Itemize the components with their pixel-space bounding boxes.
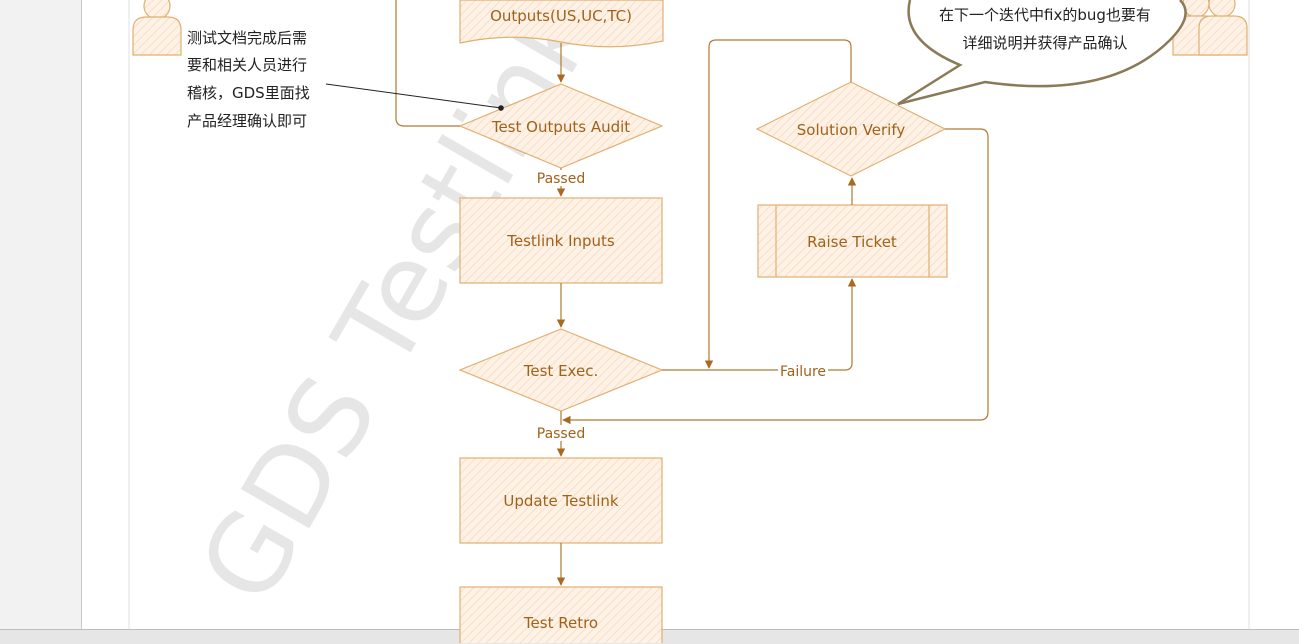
document-page <box>81 0 1299 629</box>
verify-to-exec-loop-arrow <box>704 39 852 369</box>
callout-bubble <box>897 0 1187 106</box>
left-note-line-2: 要和相关人员进行 <box>187 56 307 74</box>
exec-passed-label: Passed <box>537 426 585 442</box>
right-people-icon <box>1172 0 1248 56</box>
solution-verify-label: Solution Verify <box>797 121 906 139</box>
verify-to-passed-arrow <box>562 128 989 425</box>
test-retro-box[interactable] <box>459 586 663 643</box>
raise-ticket-box[interactable] <box>757 204 948 278</box>
update-testlink-label: Update Testlink <box>503 492 618 510</box>
outputs-label: Outputs(US,UC,TC) <box>490 7 632 25</box>
test-outputs-audit-label: Test Outputs Audit <box>491 118 630 136</box>
left-note-line-3: 稽核，GDS里面找 <box>187 84 310 102</box>
test-retro-label: Test Retro <box>523 614 598 632</box>
left-person-icon <box>132 0 182 56</box>
outputs-document-shape[interactable] <box>459 0 664 48</box>
left-note-line-1: 测试文档完成后需 <box>187 29 307 47</box>
callout-line-1: 在下一个迭代中fix的bug也要有 <box>939 6 1151 24</box>
left-note-line-4: 产品经理确认即可 <box>187 112 307 130</box>
update-testlink-box[interactable] <box>459 457 663 544</box>
solution-verify-diamond[interactable] <box>755 81 947 177</box>
testlink-inputs-box[interactable] <box>459 197 663 284</box>
loop-back-connector <box>395 0 460 127</box>
failure-label: Failure <box>780 364 826 380</box>
raise-ticket-label: Raise Ticket <box>807 233 897 251</box>
note-pointer-line <box>325 83 504 111</box>
audit-passed-label: Passed <box>537 171 585 187</box>
test-exec-label: Test Exec. <box>523 362 598 380</box>
callout-line-2: 详细说明并获得产品确认 <box>962 34 1127 52</box>
testlink-inputs-label: Testlink Inputs <box>506 232 615 250</box>
failure-to-ticket-arrow <box>662 278 857 371</box>
